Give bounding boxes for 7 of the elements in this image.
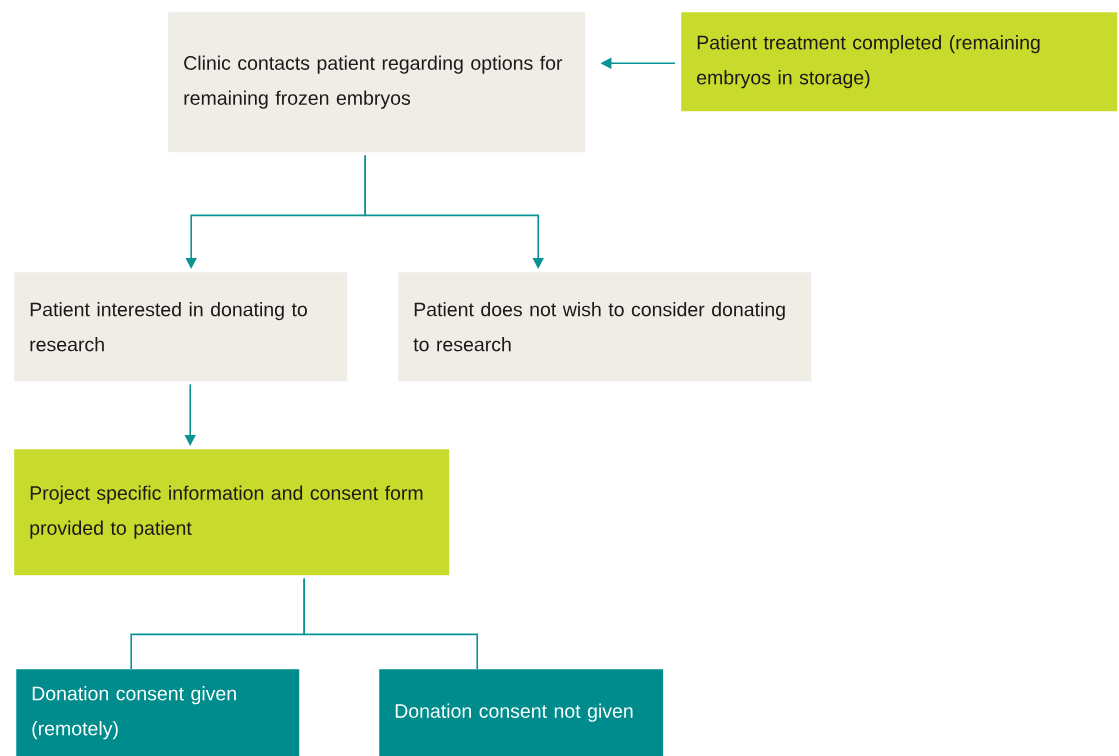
process-box: Patient does not wish to consider donating to research [398,272,812,382]
process-box: Donation consent given (remotely) [16,669,300,756]
process-box: Patient treatment completed (remaining embryos in storage) [681,12,1118,112]
process-box: Donation consent not given [379,669,664,756]
process-box: Clinic contacts patient regarding options for remaining frozen embryos [168,12,586,153]
process-box: Patient interested in donating to research [14,272,348,382]
process-box: Project specific information and consent form provided to patient [14,449,450,576]
